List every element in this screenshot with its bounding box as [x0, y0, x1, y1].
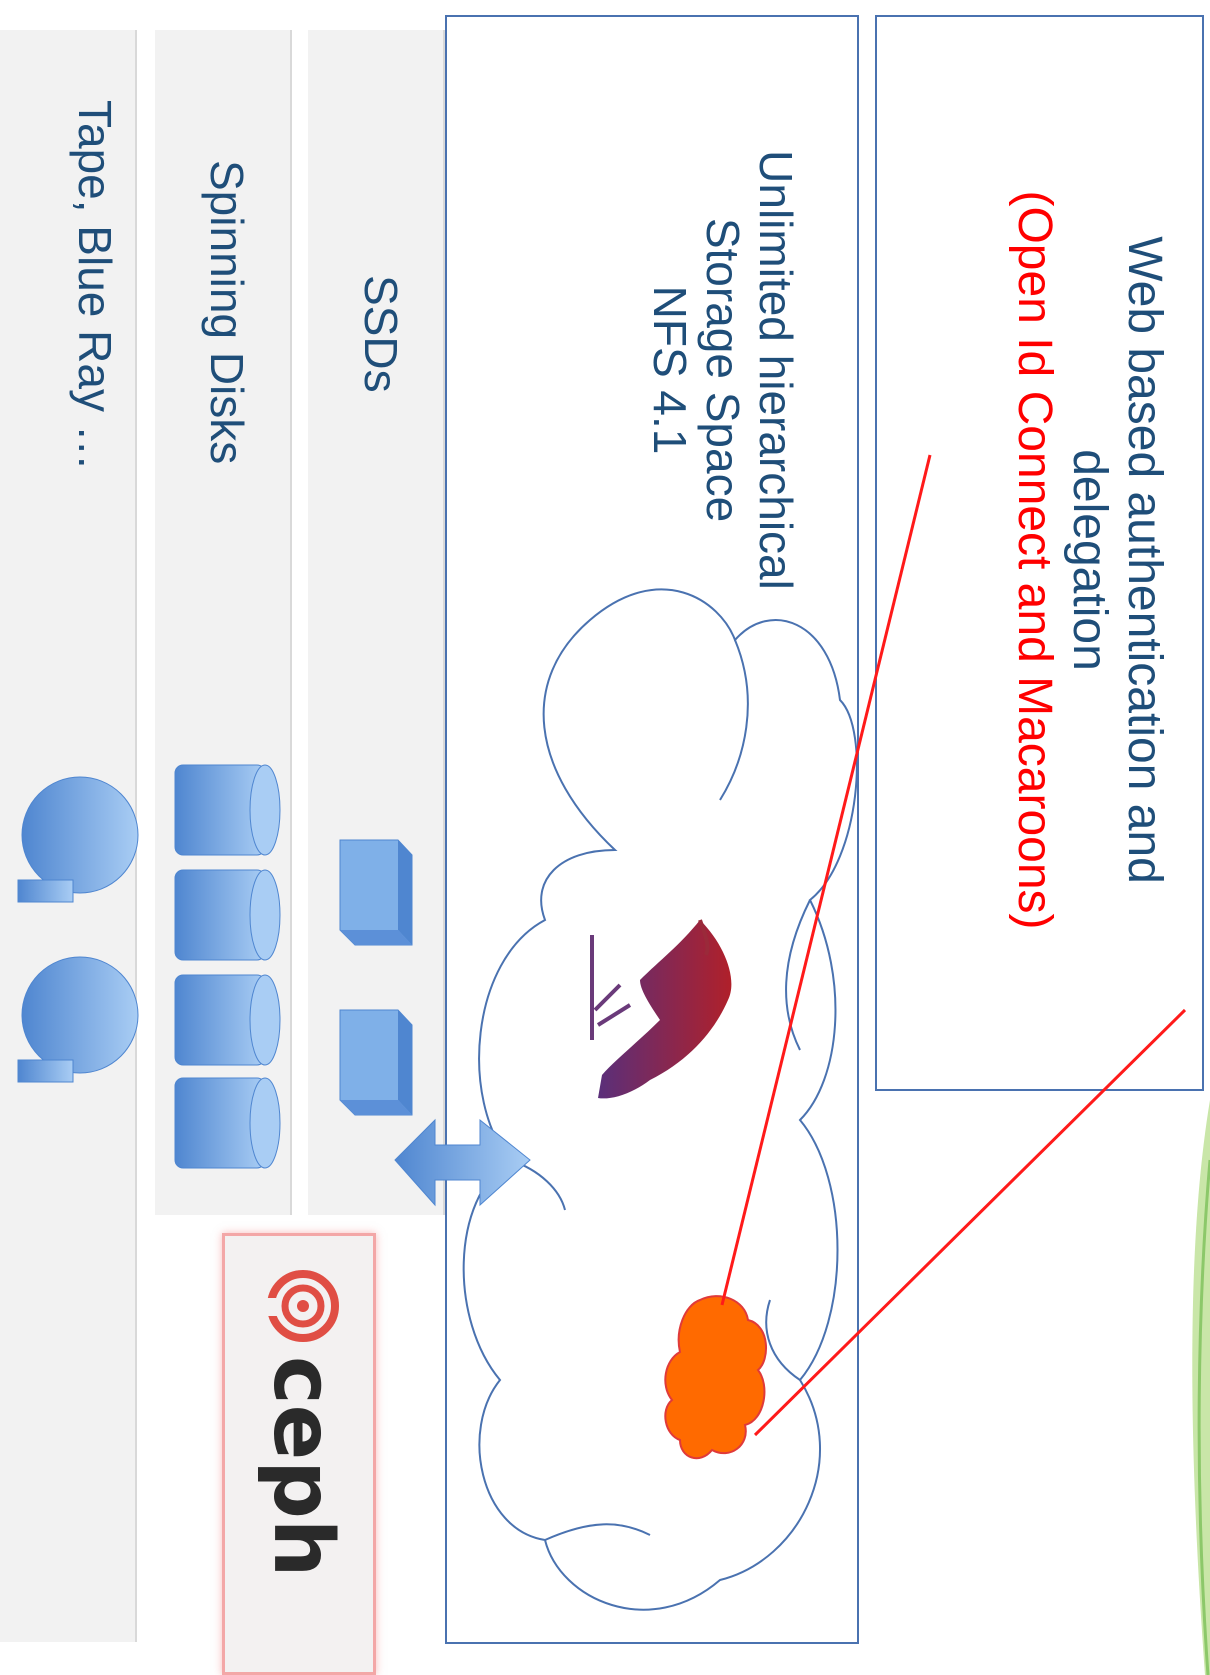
ceph-badge: ceph — [222, 1233, 376, 1675]
connector-line-openid — [720, 454, 932, 1306]
ceph-wordmark: ceph — [255, 1356, 350, 1578]
leaf-swoosh-icon — [1192, 1100, 1210, 1675]
ssd-block-icon — [339, 839, 413, 946]
double-arrow-icon — [394, 1118, 531, 1207]
cylinder-disk-icon — [174, 1077, 281, 1169]
cloud-icon — [462, 588, 858, 1611]
ssd-block-icon — [339, 1009, 413, 1116]
tape-reel-icon — [17, 956, 139, 1083]
orange-cloud-icon — [664, 1295, 768, 1460]
tape-reel-icon — [17, 776, 139, 903]
cylinder-disk-icon — [174, 764, 281, 856]
cylinder-disk-icon — [174, 974, 281, 1066]
cylinder-disk-icon — [174, 869, 281, 961]
auth-box — [875, 15, 1204, 1091]
connector-line-macaroons — [753, 1008, 1187, 1437]
bird-logo-icon — [590, 919, 732, 1099]
ceph-logo-icon — [265, 1270, 339, 1342]
